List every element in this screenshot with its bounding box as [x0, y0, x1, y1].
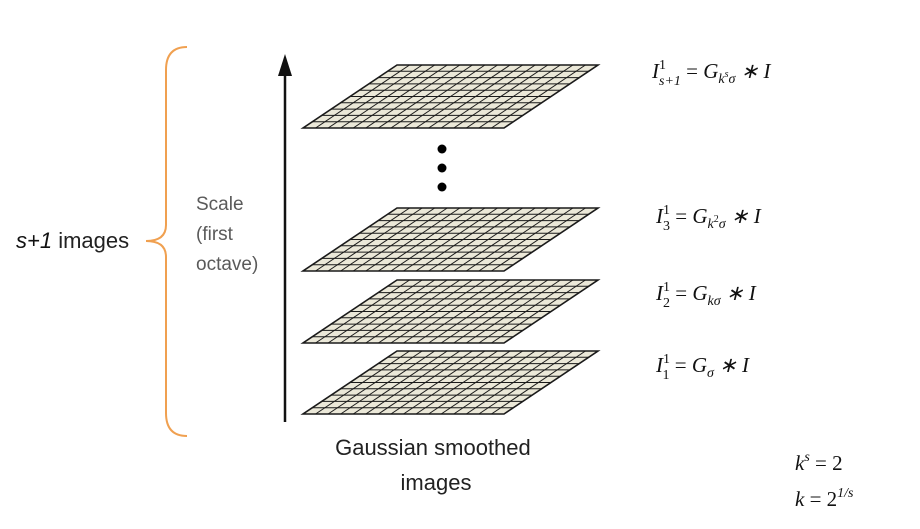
up-arrow-icon	[278, 54, 292, 422]
image-count-var: s+1	[16, 228, 52, 253]
caption-line-2: images	[401, 470, 472, 495]
image-count-suffix: images	[52, 228, 129, 253]
scale-label-line-1: Scale	[196, 194, 244, 215]
scale-label-line-3: octave)	[196, 254, 258, 275]
image-grid-3	[300, 207, 601, 272]
image-grid-1	[300, 350, 601, 415]
formula-k-value: k = 21/s	[795, 486, 854, 511]
scale-label: Scale (first octave)	[196, 194, 258, 275]
scale-label-line-2: (first	[196, 224, 234, 245]
image-grid-top	[300, 64, 601, 129]
formula-k-power-s: ks = 2	[795, 450, 843, 475]
caption-line-1: Gaussian smoothed	[335, 435, 531, 460]
caption: Gaussian smoothed images	[335, 435, 537, 495]
curly-brace-icon	[145, 46, 188, 437]
image-count-label: s+1 images	[16, 228, 129, 253]
image-grid-2	[300, 279, 601, 344]
vertical-dots-icon	[437, 144, 447, 192]
